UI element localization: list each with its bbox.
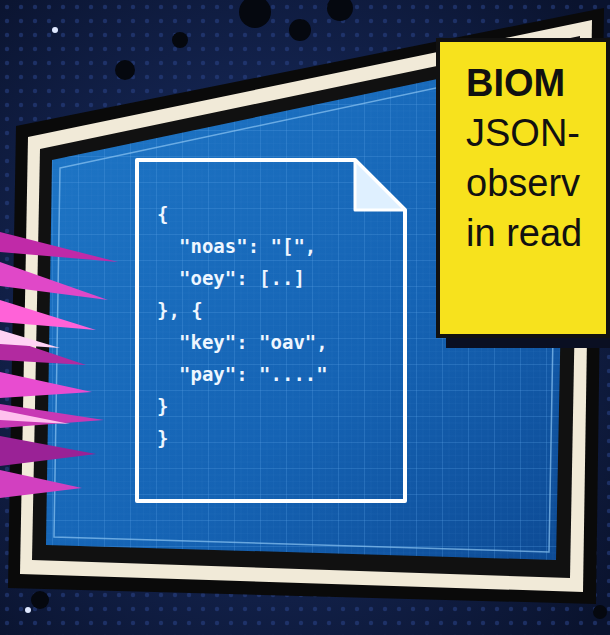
sparkle — [25, 607, 31, 613]
code-line: "key": "oav", — [135, 326, 397, 358]
speed-streaks — [0, 232, 118, 498]
code-line: } — [135, 390, 397, 422]
streak — [0, 300, 96, 330]
streak — [0, 262, 108, 300]
ink-blob — [115, 60, 135, 80]
document-icon: {"noas": "[","oey": [..]}, {"key": "oav"… — [135, 158, 407, 503]
code-line: }, { — [135, 294, 397, 326]
sparkle — [52, 27, 58, 33]
ink-blob — [239, 0, 271, 28]
ink-blob — [289, 19, 311, 41]
code-line: "noas": "[", — [135, 230, 397, 262]
ink-blob — [327, 0, 353, 21]
streak — [0, 410, 70, 424]
streak — [0, 330, 60, 348]
document-outline — [135, 158, 407, 503]
ink-blob — [172, 32, 188, 48]
callout-box: BIOMJSON- observ in read — [436, 38, 610, 338]
streak — [0, 372, 92, 398]
ink-blob — [593, 605, 607, 619]
document-fold — [355, 160, 405, 210]
code-line: "pay": "...." — [135, 358, 397, 390]
callout-body: JSON- observ in read — [466, 108, 600, 258]
ink-blob — [31, 591, 49, 609]
code-line: { — [135, 198, 397, 230]
streak — [0, 404, 104, 428]
streak — [0, 470, 82, 498]
code-line: } — [135, 422, 397, 454]
streak — [0, 232, 118, 262]
streak — [0, 436, 96, 466]
callout-heading: BIOM — [466, 58, 600, 108]
code-line: "oey": [..] — [135, 262, 397, 294]
document-body — [137, 160, 405, 501]
